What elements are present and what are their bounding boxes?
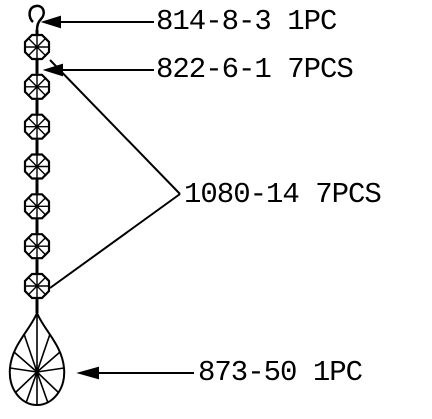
teardrop-arrowhead bbox=[76, 366, 99, 380]
octagon-bead-icon bbox=[23, 272, 51, 300]
octagon-bead-icon bbox=[23, 153, 51, 180]
octagon-bead-icon bbox=[23, 73, 51, 100]
octagon-part-label: 1080-14 7PCS bbox=[184, 178, 382, 211]
octagon-bead-icon bbox=[23, 113, 51, 140]
octagon-bead-icon bbox=[23, 193, 51, 220]
octagon-chain bbox=[23, 30, 51, 313]
octagon-leader-top bbox=[49, 59, 181, 195]
octagon-bead-icon bbox=[23, 33, 51, 61]
octagon-bead-icon bbox=[23, 233, 51, 260]
leader-lines bbox=[40, 15, 194, 380]
hook-arrowhead bbox=[40, 15, 61, 29]
hook-icon bbox=[28, 4, 45, 31]
jump-ring-part-label: 822-6-1 7PCS bbox=[156, 53, 354, 86]
octagon-leader-bottom bbox=[49, 193, 181, 289]
teardrop-part-label: 873-50 1PC bbox=[198, 356, 363, 389]
teardrop-pendant-icon bbox=[8, 310, 66, 407]
hook-part-label: 814-8-3 1PC bbox=[156, 5, 337, 38]
